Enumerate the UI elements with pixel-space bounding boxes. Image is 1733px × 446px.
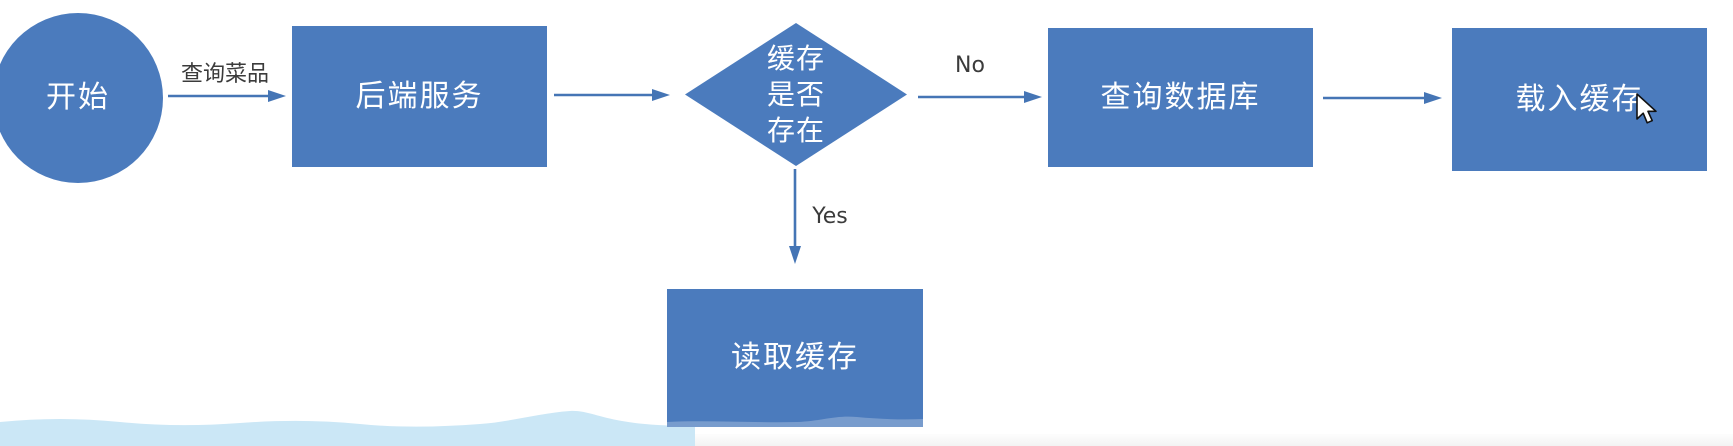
node-query-database-label: 查询数据库: [1100, 79, 1261, 115]
wave-overlay-on-read-cache: [667, 416, 923, 427]
edge-label-yes: Yes: [812, 204, 848, 229]
mouse-cursor-icon: [1636, 93, 1657, 124]
arrow-start-to-backend: [168, 90, 286, 102]
node-load-cache-label: 载入缓存: [1515, 81, 1644, 117]
node-query-database[interactable]: 查询数据库: [1048, 28, 1313, 167]
node-cache-decision-label: 缓存 是否 存在: [766, 41, 825, 147]
node-backend-service-label: 后端服务: [355, 78, 484, 114]
node-read-cache-label: 读取缓存: [731, 340, 859, 375]
edge-label-no: No: [955, 53, 985, 78]
node-start[interactable]: 开始: [0, 13, 163, 183]
node-start-label: 开始: [46, 80, 110, 115]
edge-label-query-dish: 查询菜品: [180, 62, 269, 87]
arrow-decision-no: [918, 91, 1042, 103]
arrow-backend-to-decision: [554, 89, 670, 101]
node-backend-service[interactable]: 后端服务: [292, 26, 547, 167]
arrow-db-to-loadcache: [1323, 92, 1442, 104]
arrow-decision-yes: [789, 169, 801, 264]
node-cache-decision[interactable]: 缓存 是否 存在: [685, 23, 907, 166]
node-read-cache[interactable]: 读取缓存: [667, 289, 923, 427]
wave-decoration: [0, 410, 695, 446]
node-load-cache[interactable]: 载入缓存: [1452, 28, 1707, 171]
